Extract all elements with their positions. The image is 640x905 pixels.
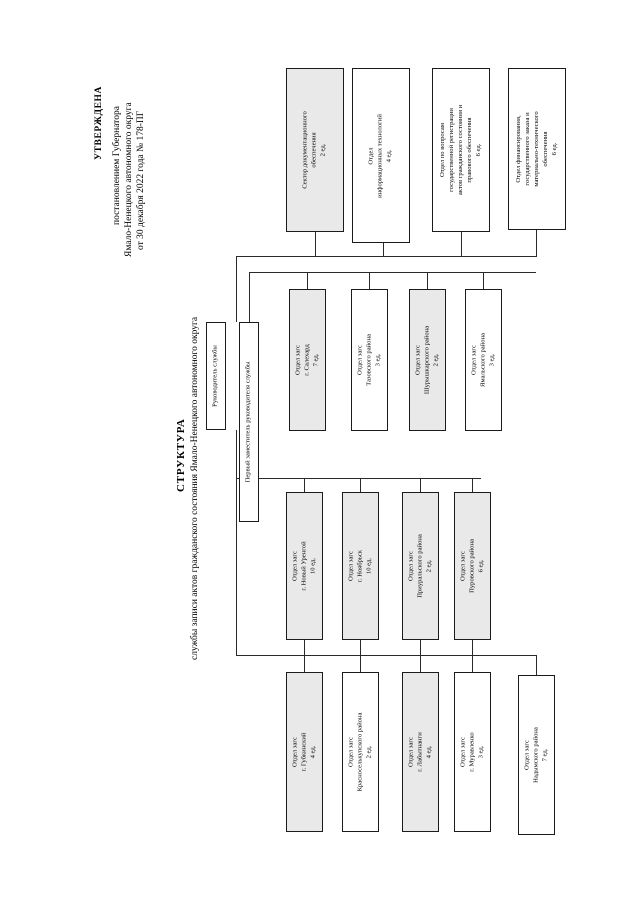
org-box-label: Руководитель службы [211, 345, 219, 407]
connector-zags-shuryshkarsky [427, 272, 429, 289]
connector-deputy-up [249, 272, 251, 322]
connector-top-bus [236, 256, 536, 258]
approval-line-2: Ямало-Ненецкого автономного округа [124, 102, 134, 257]
connector-row3-bus [236, 655, 536, 657]
connector-zags-tazovsky [369, 272, 371, 289]
connector-zags-gubkinsky [304, 655, 306, 672]
connector-row2-bus [236, 478, 481, 480]
connector-zags-purovsky [472, 478, 474, 492]
connector-dept-it [383, 243, 385, 257]
approval-line-1: постановлением Губернатора [112, 106, 122, 225]
connector-sector-doc [315, 232, 317, 257]
connector-left-spine [236, 430, 238, 655]
approval-line-3: от 30 декабря 2022 года № 178-ПГ [136, 110, 146, 250]
connector-head-up [236, 256, 238, 322]
connector-zags-yamalsky [483, 272, 485, 289]
connector-noyabrsk-down [360, 640, 362, 656]
org-box-dept-finance[interactable]: Отдел финансирования,государственного за… [508, 68, 566, 230]
connector-zags-novy-urengoy [304, 478, 306, 492]
org-box-label: Отдел финансирования,государственного за… [514, 111, 558, 187]
connector-zags-muravlenko [472, 655, 474, 672]
org-box-first-deputy[interactable]: Первый заместитель руководителя службы [239, 322, 259, 522]
connector-dept-registration [461, 232, 463, 257]
connector-priuralsky-down [420, 640, 422, 656]
org-box-head-of-service[interactable]: Руководитель службы [206, 322, 226, 430]
connector-zags-labytnangi [420, 655, 422, 672]
chart-title: СТРУКТУРА [175, 418, 187, 492]
connector-purovsky-down [472, 640, 474, 656]
connector-zags-nadymsky [536, 655, 538, 675]
approval-title: УТВЕРЖДЕНА [94, 86, 104, 160]
connector-gubkinsky-up [304, 640, 306, 656]
connector-dept-finance [536, 230, 538, 257]
connector-zags-noyabrsk [360, 478, 362, 492]
connector-zags-salekhard [307, 272, 309, 289]
connector-zags-krasnoselkupsky [360, 655, 362, 672]
connector-deputy-bus [249, 272, 536, 274]
connector-zags-priuralsky [420, 478, 422, 492]
chart-subtitle: службы записи актов гражданского состоян… [190, 316, 200, 660]
org-box-label: Первый заместитель руководителя службы [244, 361, 252, 483]
